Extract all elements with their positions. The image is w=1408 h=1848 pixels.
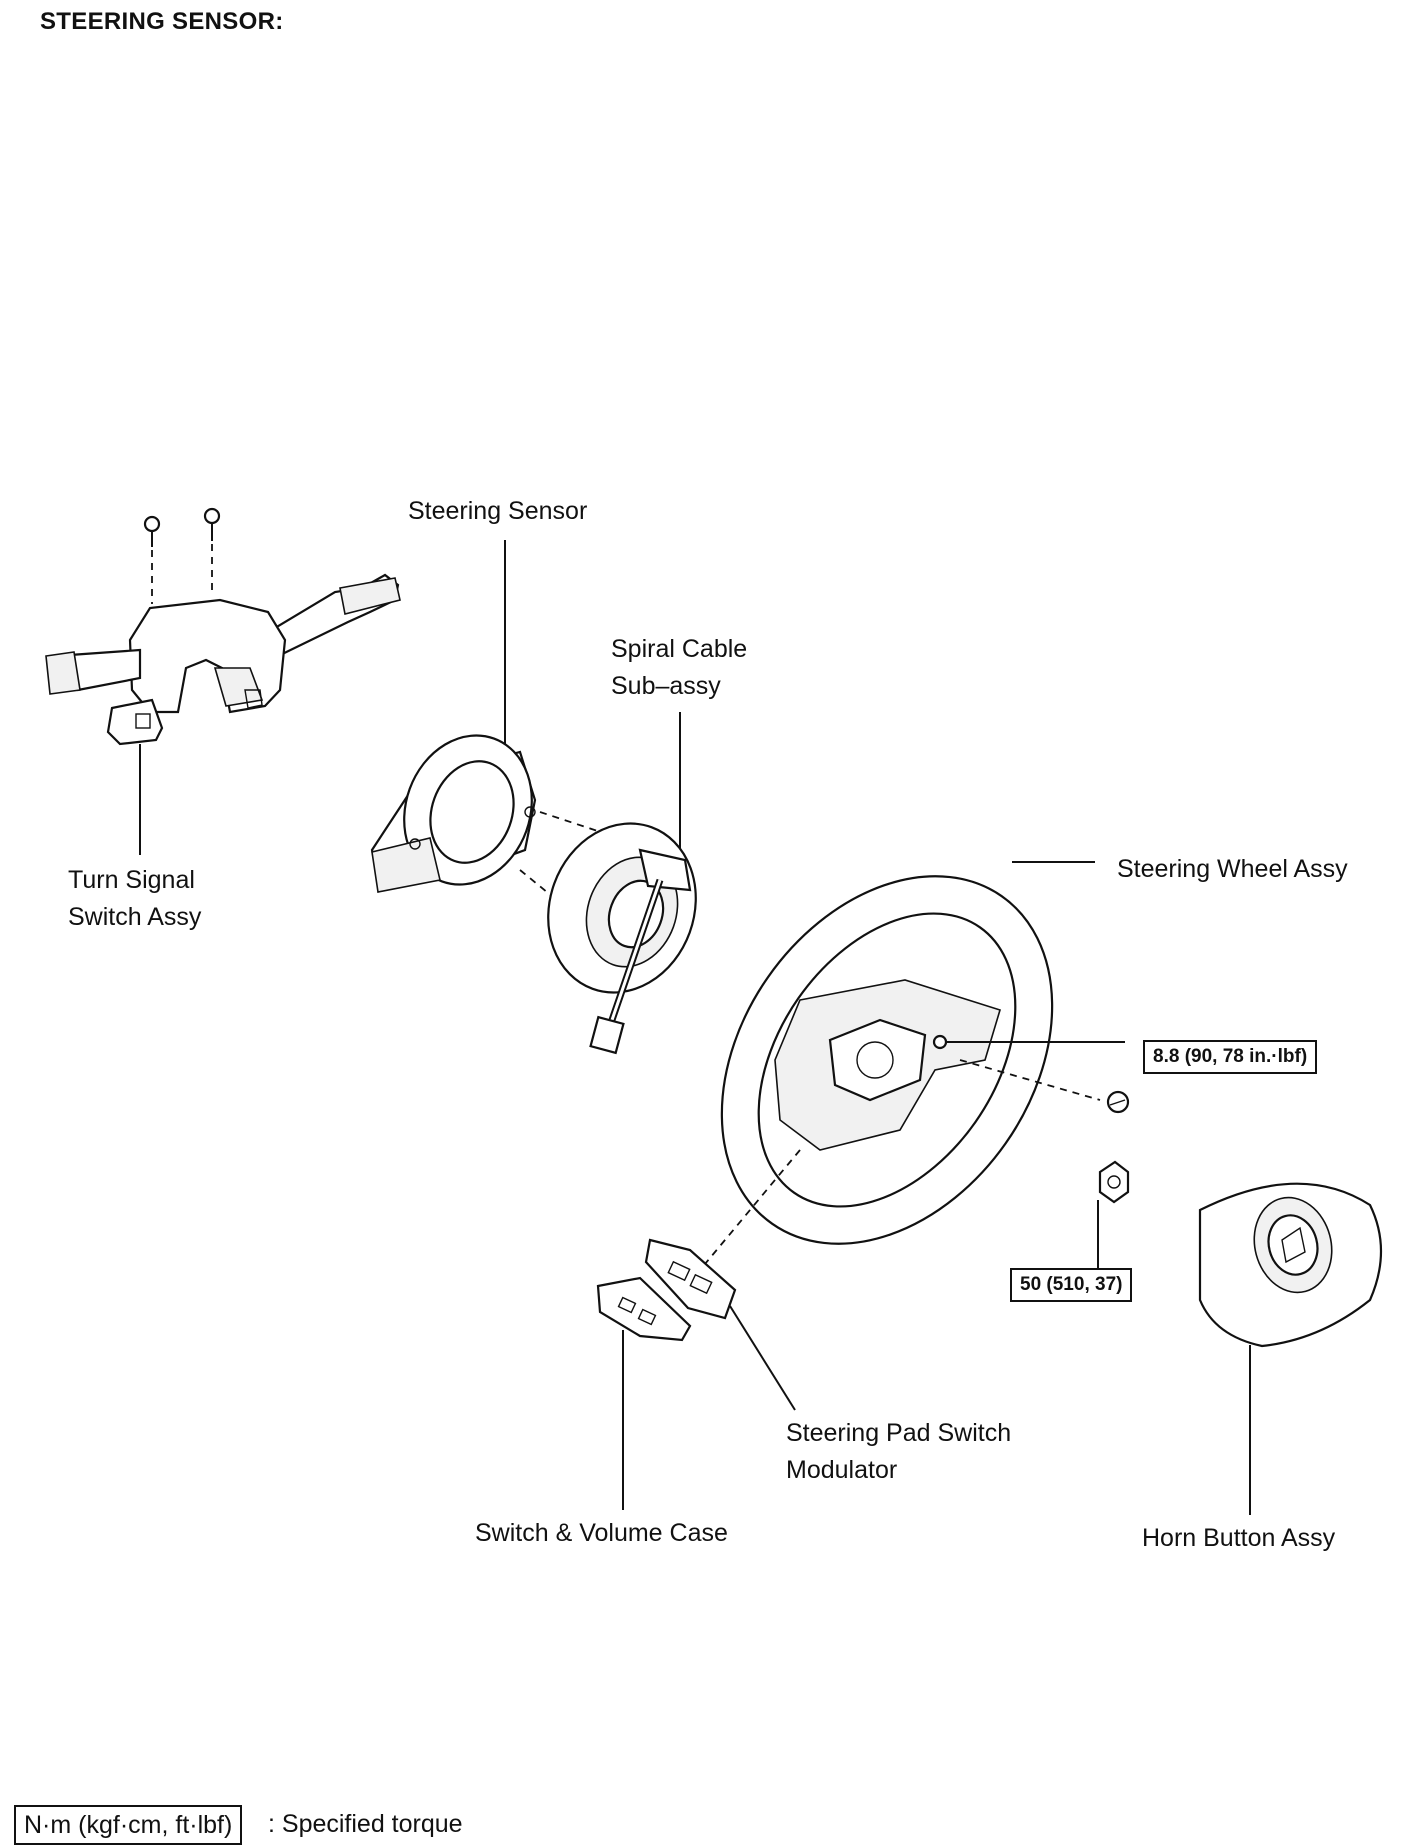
steering-wheel-drawing bbox=[720, 861, 1130, 1245]
torque-legend-box: N·m (kgf·cm, ft·lbf) bbox=[14, 1805, 243, 1845]
spiral-cable-drawing bbox=[547, 712, 697, 1055]
label-pad-switch-line2: Modulator bbox=[786, 1456, 898, 1484]
label-volume-case: Switch & Volume Case bbox=[475, 1519, 728, 1547]
page-title: STEERING SENSOR: bbox=[40, 8, 284, 35]
label-steering-wheel: Steering Wheel Assy bbox=[1117, 855, 1348, 883]
label-turn-signal-line1: Turn Signal bbox=[68, 866, 195, 894]
pad-switch-drawing bbox=[596, 1149, 801, 1510]
torque-legend-text: : Specified torque bbox=[268, 1810, 463, 1838]
torque-wheel-bolt: 8.8 (90, 78 in.·lbf) bbox=[1143, 1040, 1318, 1074]
turn-signal-switch-drawing bbox=[45, 507, 401, 855]
label-turn-signal-line2: Switch Assy bbox=[68, 903, 202, 931]
nut-drawing bbox=[1097, 1160, 1130, 1268]
label-spiral-cable-line2: Sub–assy bbox=[611, 672, 721, 700]
screw-left bbox=[143, 515, 161, 547]
label-steering-sensor: Steering Sensor bbox=[408, 497, 588, 525]
screw-right bbox=[203, 507, 221, 541]
label-horn-button: Horn Button Assy bbox=[1142, 1524, 1336, 1552]
horn-button-drawing bbox=[1198, 1182, 1383, 1515]
steering-sensor-drawing bbox=[370, 540, 537, 893]
label-spiral-cable-line1: Spiral Cable bbox=[611, 635, 748, 663]
label-pad-switch-line1: Steering Pad Switch bbox=[786, 1419, 1012, 1447]
torque-nut: 50 (510, 37) bbox=[1010, 1268, 1133, 1302]
